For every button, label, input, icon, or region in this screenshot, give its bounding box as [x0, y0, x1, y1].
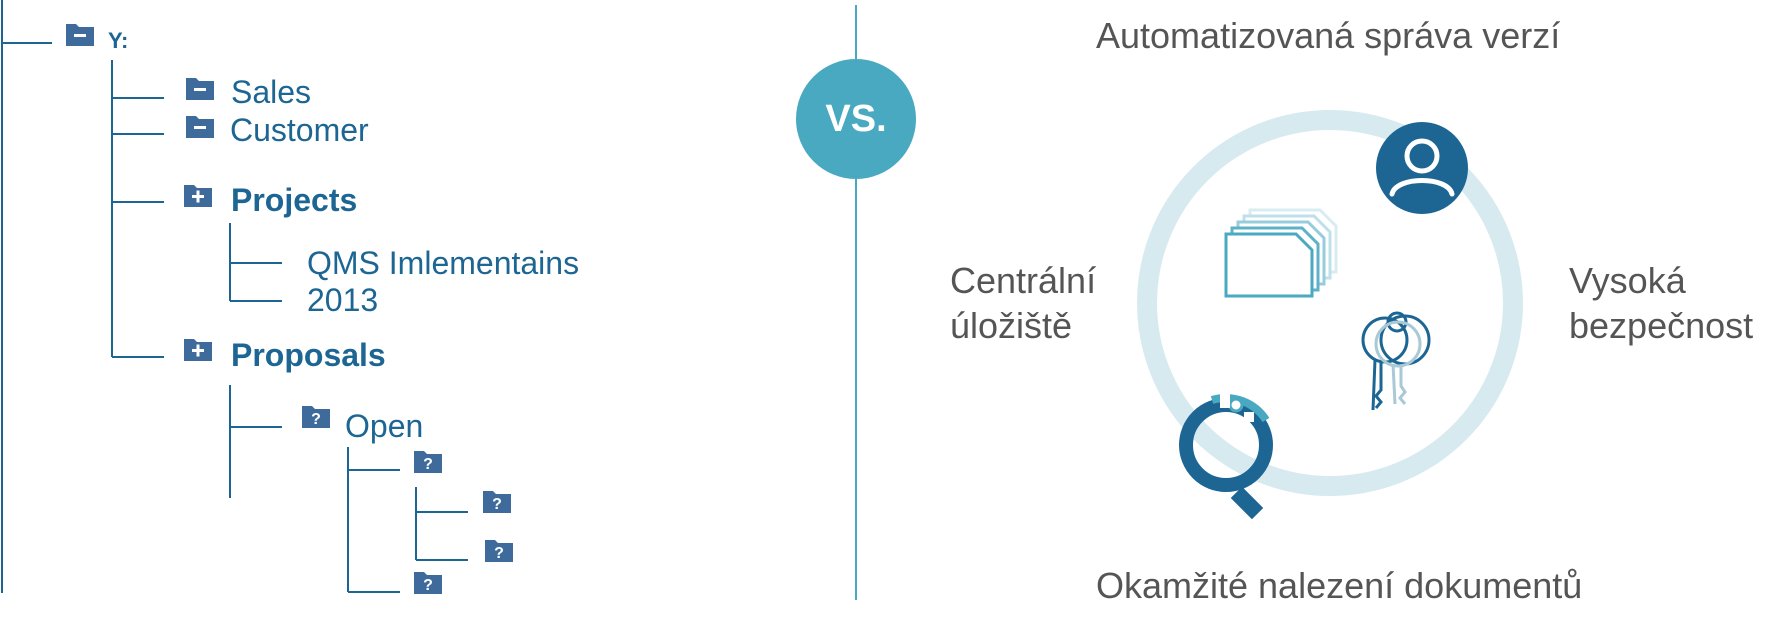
svg-text:?: ?: [492, 496, 502, 513]
feature-version-management: Automatizovaná správa verzí: [1096, 15, 1561, 56]
folder-question-icon[interactable]: ?: [414, 451, 442, 473]
tree-connectors: [1, 0, 468, 593]
tree-item-sales[interactable]: Sales: [231, 74, 312, 110]
folder-plus-icon[interactable]: [184, 185, 212, 207]
tree-item-projects[interactable]: Projects: [231, 182, 358, 218]
user-icon: [1376, 122, 1468, 214]
svg-text:?: ?: [423, 577, 433, 594]
svg-text:?: ?: [494, 545, 504, 562]
folder-question-icon[interactable]: ?: [483, 491, 511, 513]
vs-label: VS.: [825, 98, 887, 140]
tree-item-2013[interactable]: 2013: [307, 282, 379, 318]
vs-badge: [796, 59, 916, 179]
documents-icon: [1224, 208, 1338, 298]
magnifier-icon: [1179, 394, 1273, 520]
folder-minus-icon[interactable]: [66, 24, 94, 46]
keys-icon: [1361, 311, 1431, 411]
tree-item-customer[interactable]: Customer: [230, 112, 369, 148]
tree-item-qms[interactable]: QMS Imlementains: [307, 245, 580, 281]
folder-plus-icon[interactable]: [184, 339, 212, 361]
feature-high-security: Vysoká bezpečnost: [1569, 260, 1754, 346]
folder-minus-icon[interactable]: [186, 78, 214, 100]
tree-item-proposals[interactable]: Proposals: [231, 337, 386, 373]
folder-minus-icon[interactable]: [186, 116, 214, 138]
drive-label[interactable]: Y:: [108, 28, 129, 53]
folder-question-icon[interactable]: ?: [302, 406, 330, 428]
svg-text:?: ?: [311, 411, 321, 428]
svg-text:?: ?: [423, 456, 433, 473]
folder-question-icon[interactable]: ?: [414, 572, 442, 594]
folder-question-icon[interactable]: ?: [485, 540, 513, 562]
feature-ring: [1137, 110, 1523, 496]
feature-instant-search: Okamžité nalezení dokumentů: [1096, 565, 1583, 606]
tree-item-open[interactable]: Open: [345, 408, 424, 444]
feature-central-storage: Centrální úložiště: [950, 260, 1097, 346]
